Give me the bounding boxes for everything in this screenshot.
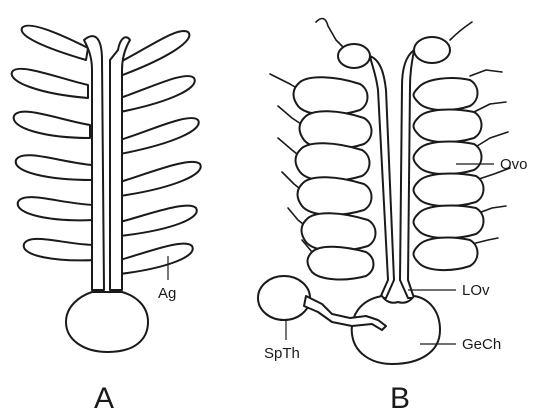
panel-a-diagram: Ag A (12, 26, 201, 414)
accessory-gland-lobes-right (120, 31, 201, 274)
ovarioles-left (270, 19, 376, 280)
accessory-gland-lobes-left (12, 26, 96, 261)
ovarioles-right (414, 22, 511, 270)
spermatheca (258, 276, 310, 320)
panel-letter-b: B (390, 382, 410, 414)
label-lov: LOv (462, 282, 490, 299)
accessory-gland-duct-right (110, 37, 130, 290)
label-spth: SpTh (264, 345, 300, 362)
label-ovo: Ovo (500, 156, 528, 173)
lateral-oviduct-right (400, 50, 414, 298)
panel-letter-a: A (94, 382, 114, 414)
label-gech: GeCh (462, 336, 501, 353)
genital-chamber (352, 296, 440, 364)
ejaculatory-bulb (66, 292, 148, 352)
label-ag: Ag (158, 285, 176, 302)
panel-b-diagram: Ovo LOv GeCh SpTh B (258, 19, 528, 414)
